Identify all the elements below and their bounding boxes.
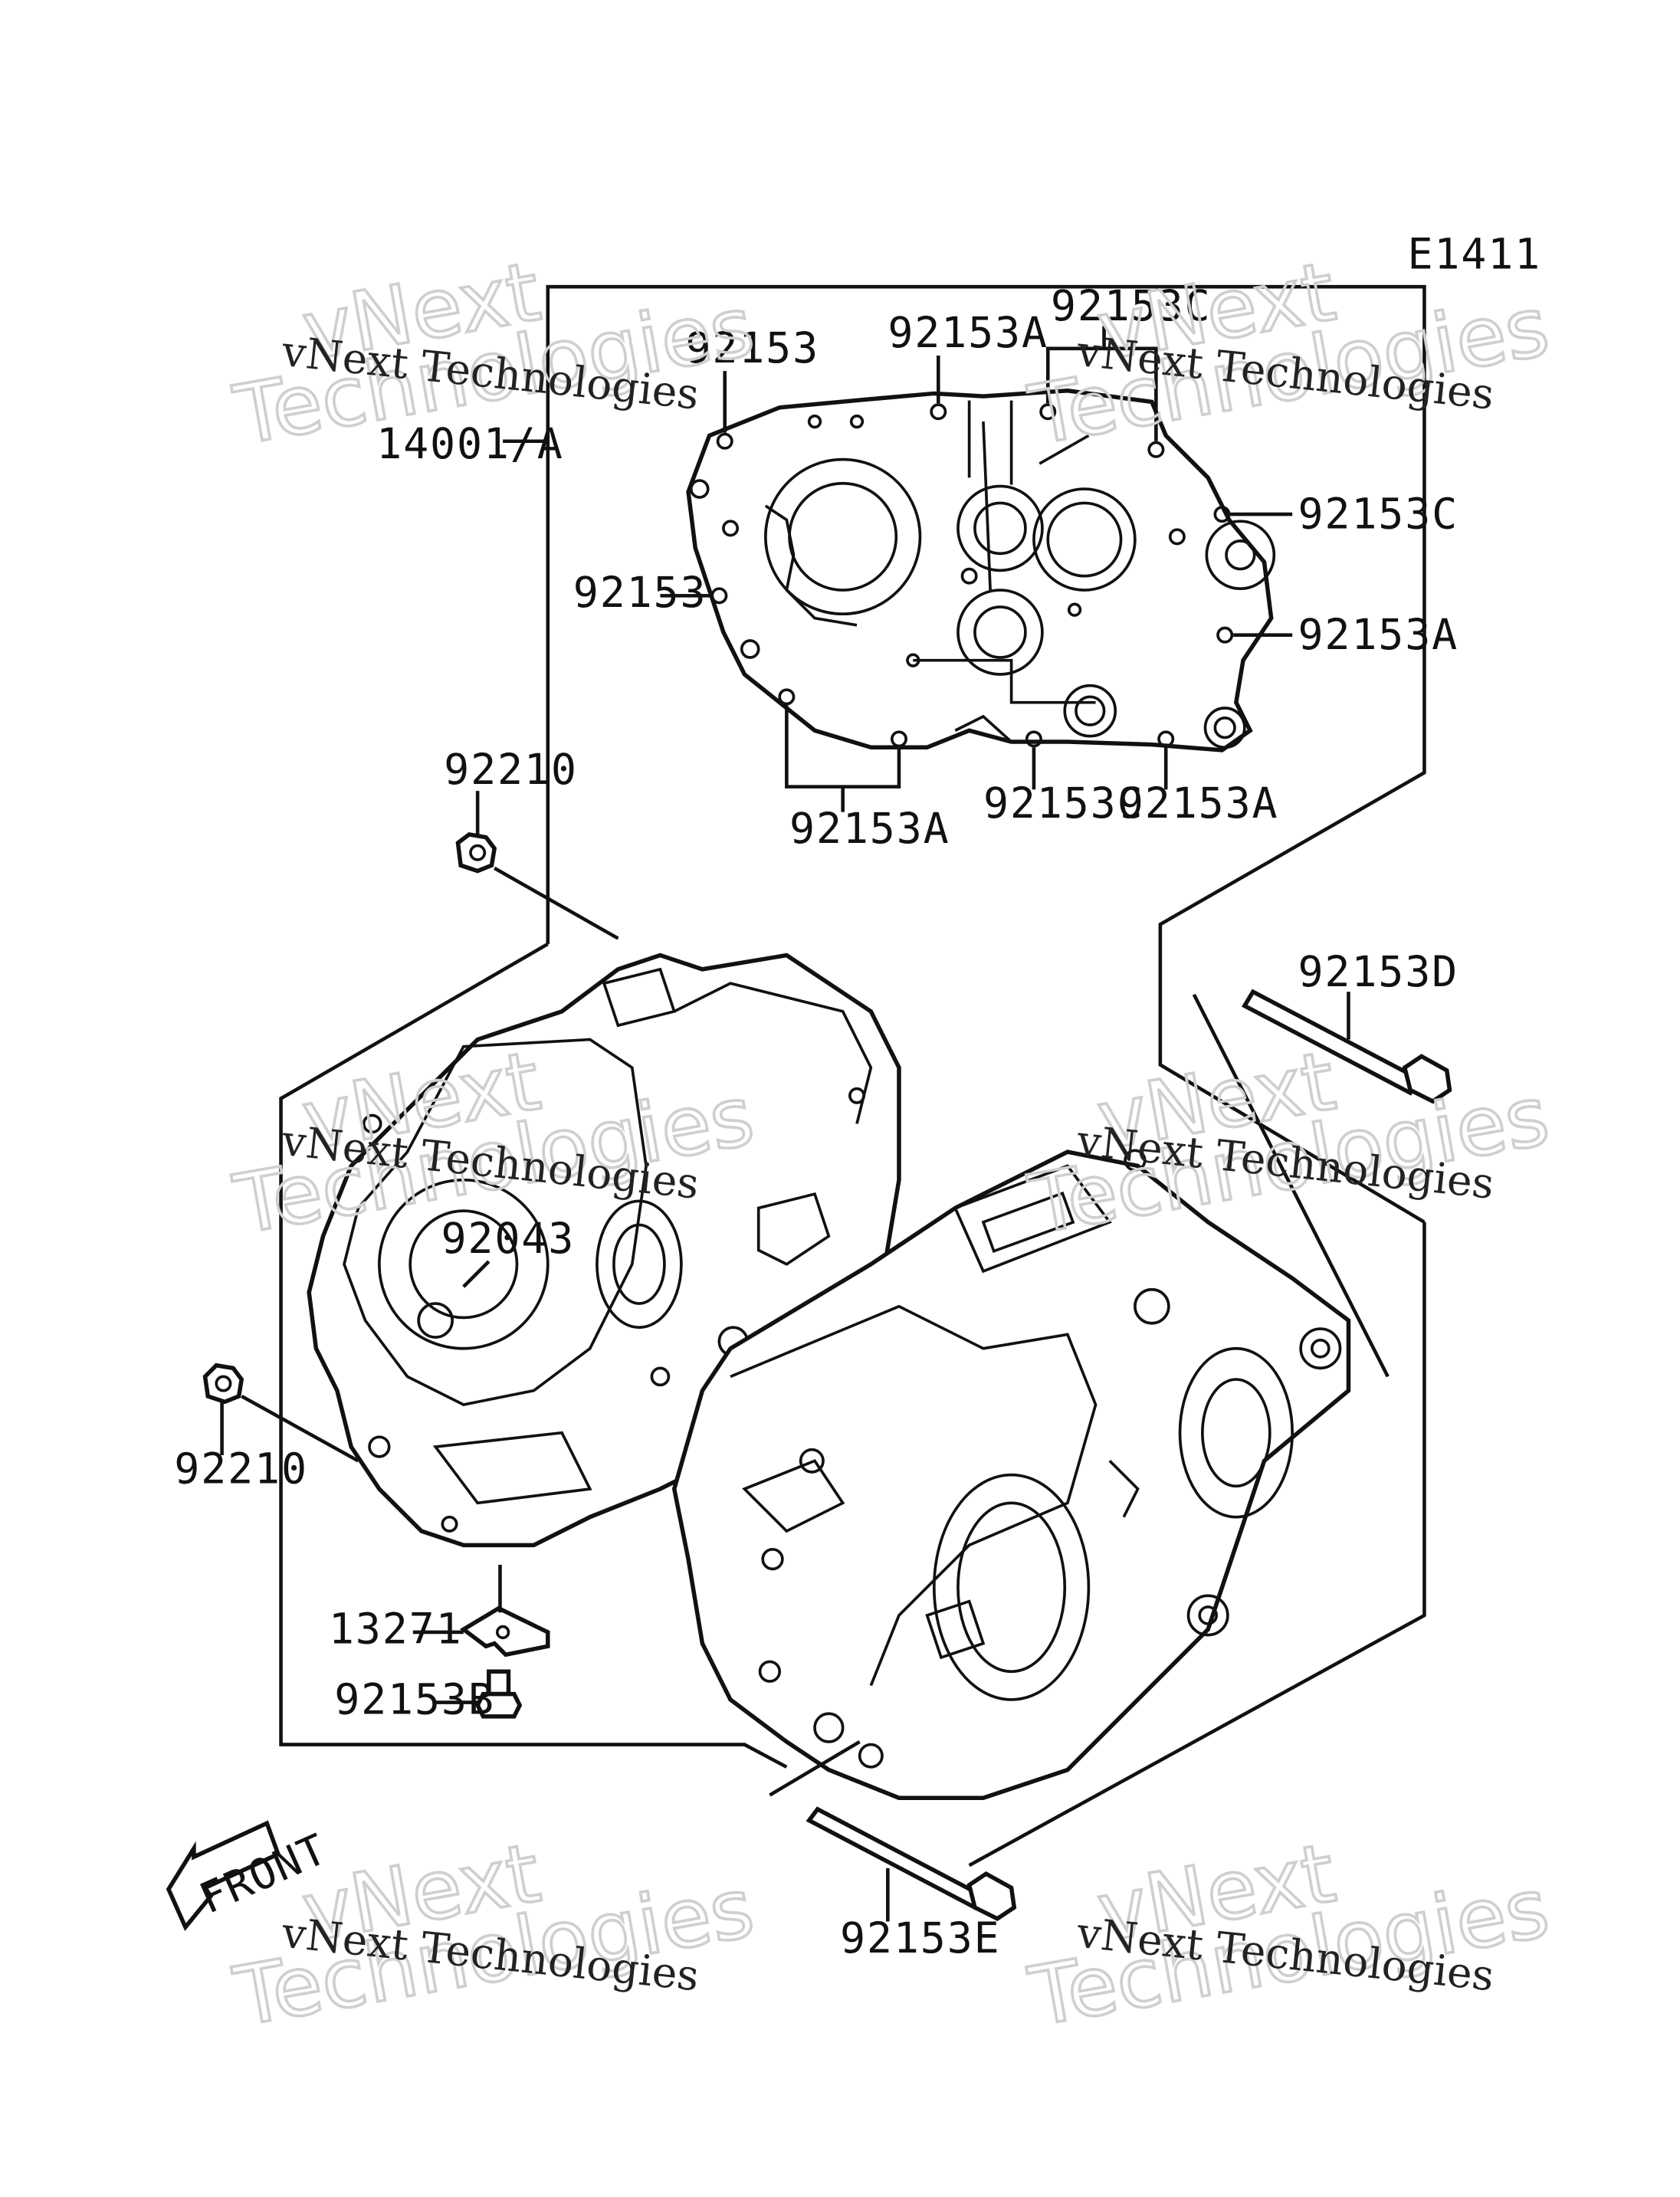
nut-92210-top (455, 791, 619, 940)
diagram-code: E1411 (1407, 229, 1541, 278)
label-92153-top: 92153 (685, 323, 819, 372)
watermark: vNext Technologies vNext Technologies (1022, 1032, 1557, 1254)
label-92153A-top: 92153A (888, 308, 1048, 357)
dowel-92043-leader (462, 1260, 491, 1288)
label-92043: 92043 (441, 1214, 575, 1263)
label-14001A: 14001/A (376, 419, 564, 468)
label-92153A-right: 92153A (1298, 610, 1459, 659)
crankcase-left-half-inner-view (686, 389, 1276, 753)
upper-frame (546, 284, 1426, 1224)
label-92153C-top: 92153C (1051, 281, 1212, 330)
watermark: vNext Technologies vNext Technologies (1022, 1825, 1557, 2047)
label-13271: 13271 (329, 1605, 463, 1654)
lower-frame (279, 942, 1426, 1867)
bolt-92153D (1192, 989, 1452, 1378)
label-92153C-right: 92153C (1298, 489, 1459, 538)
label-92153-left: 92153 (573, 568, 707, 617)
crankcase-right-assembled (671, 1149, 1351, 1800)
bolt-92153B (435, 1669, 523, 1719)
label-92153C-bottom: 92153C (983, 779, 1144, 828)
bolt-92153E (769, 1740, 1017, 1922)
plate-13271 (412, 1564, 550, 1658)
label-92153D: 92153D (1298, 947, 1459, 996)
label-92210-top: 92210 (444, 745, 578, 794)
part-labels: 14001/A 92153 92153A 92153C 92153C 92153… (174, 281, 1459, 1963)
label-92210-left: 92210 (174, 1444, 308, 1494)
upper-leader-lines (503, 326, 1293, 812)
label-92153E: 92153E (840, 1913, 1001, 1963)
watermark: vNext Technologies vNext Technologies (1022, 243, 1557, 465)
nut-92210-left (202, 1362, 359, 1463)
crankcase-left-assembled (307, 953, 901, 1548)
label-92153A-bottom-right: 92153A (1118, 779, 1279, 828)
label-92153B: 92153B (334, 1674, 495, 1723)
label-92153A-bottom: 92153A (789, 804, 950, 853)
